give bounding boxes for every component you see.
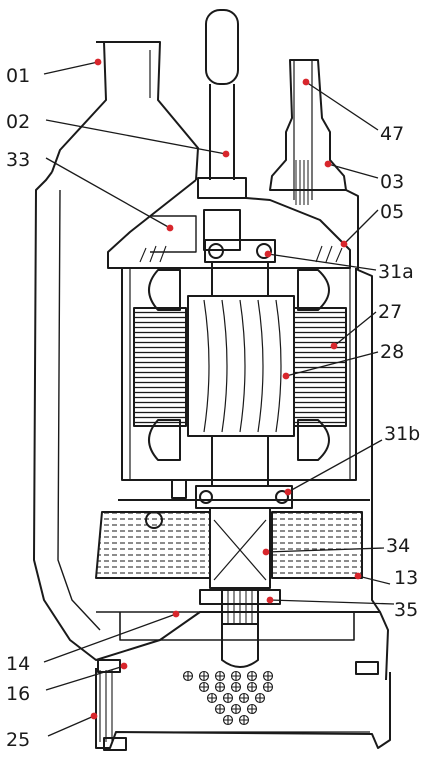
strainer <box>95 668 391 749</box>
strainer-hole-cross <box>247 682 257 692</box>
strainer-hole-cross <box>223 693 233 703</box>
strainer-hole-cross <box>263 671 273 681</box>
strainer-hole-cross <box>239 715 249 725</box>
callout-14: 14 <box>6 653 30 675</box>
callout-01: 01 <box>6 65 30 87</box>
callout-47: 47 <box>380 123 404 145</box>
strainer-hole-cross <box>263 682 273 692</box>
strainer-hole-cross <box>207 693 217 703</box>
strainer-hole-cross <box>231 704 241 714</box>
callout-02: 02 <box>6 111 30 133</box>
motor-housing-top <box>107 179 351 269</box>
callout-28: 28 <box>380 341 404 363</box>
strainer-hole-cross <box>199 682 209 692</box>
callout-34: 34 <box>386 535 410 557</box>
callout-markers <box>90 58 362 720</box>
bolt-left <box>97 659 121 673</box>
strainer-hole-cross <box>247 671 257 681</box>
callout-05: 05 <box>380 201 404 223</box>
callout-35: 35 <box>394 599 418 621</box>
strainer-hole-cross <box>215 671 225 681</box>
strainer-hole-cross <box>215 704 225 714</box>
callout-33: 33 <box>6 149 30 171</box>
lifting-handle <box>205 9 239 85</box>
strainer-hole-cross <box>183 671 193 681</box>
strainer-hole-cross <box>223 715 233 725</box>
strainer-hole-cross <box>215 682 225 692</box>
strainer-holes <box>182 670 274 726</box>
lower-bearing <box>195 485 293 509</box>
strainer-hole-cross <box>231 682 241 692</box>
callout-25: 25 <box>6 729 30 751</box>
callout-16: 16 <box>6 683 30 705</box>
strainer-hole-cross <box>247 704 257 714</box>
discharge-outlet <box>51 41 199 181</box>
impeller-casing <box>96 611 370 641</box>
strainer-hole-cross <box>255 693 265 703</box>
callout-31b: 31b <box>384 423 420 445</box>
outer-casing <box>33 171 389 681</box>
oil-chamber <box>95 511 211 579</box>
callout-31a: 31a <box>378 261 414 283</box>
strainer-hole-cross <box>199 671 209 681</box>
strainer-hole-cross <box>239 693 249 703</box>
stator <box>133 307 187 427</box>
callout-03: 03 <box>380 171 404 193</box>
callout-13: 13 <box>394 567 418 589</box>
strainer-hole-cross <box>231 671 241 681</box>
callout-27: 27 <box>378 301 402 323</box>
